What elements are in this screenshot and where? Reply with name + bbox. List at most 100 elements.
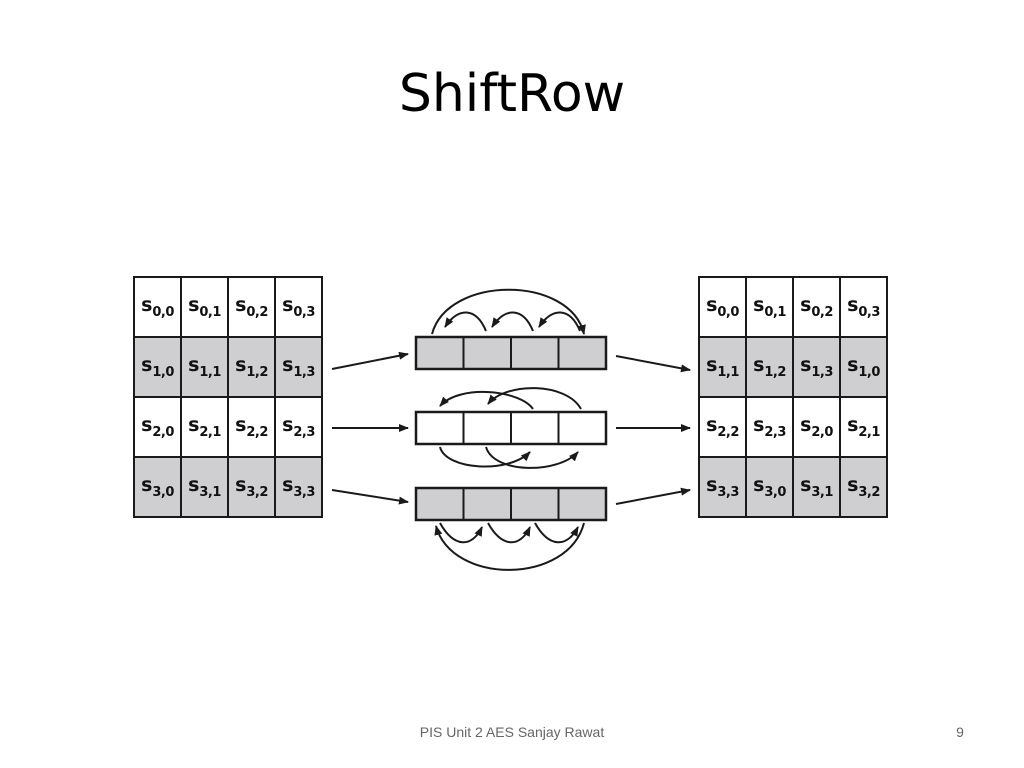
cell-symbol: s <box>235 474 247 497</box>
cell-index: 2,2 <box>717 424 739 440</box>
cell-index: 0,2 <box>246 304 268 320</box>
cell-symbol: s <box>235 294 247 317</box>
cell-index: 1,3 <box>811 364 833 380</box>
cell-symbol: s <box>847 294 859 317</box>
cell-index: 3,2 <box>246 484 268 500</box>
output-state-cell: s1,3 <box>792 336 841 398</box>
input-state-cell: s1,2 <box>227 336 276 398</box>
cell-symbol: s <box>847 474 859 497</box>
cell-index: 3,3 <box>293 484 315 500</box>
cell-index: 2,0 <box>811 424 833 440</box>
cell-index: 3,2 <box>858 484 880 500</box>
cell-symbol: s <box>235 414 247 437</box>
input-state-cell: s2,0 <box>133 396 182 458</box>
cell-index: 0,0 <box>152 304 174 320</box>
output-state-cell: s1,2 <box>745 336 794 398</box>
input-state-cell: s2,3 <box>274 396 323 458</box>
cell-symbol: s <box>188 294 200 317</box>
cell-symbol: s <box>282 474 294 497</box>
cell-symbol: s <box>141 294 153 317</box>
row1-buffer <box>414 335 608 371</box>
input-state-cell: s3,1 <box>180 456 229 518</box>
cell-symbol: s <box>800 414 812 437</box>
cell-index: 2,1 <box>199 424 221 440</box>
output-state-cell: s2,3 <box>745 396 794 458</box>
cell-symbol: s <box>800 354 812 377</box>
cell-symbol: s <box>188 414 200 437</box>
row1-shift-arrows <box>431 288 586 335</box>
cell-index: 3,1 <box>811 484 833 500</box>
output-state-cell: s3,0 <box>745 456 794 518</box>
output-state-cell: s3,1 <box>792 456 841 518</box>
cell-symbol: s <box>282 354 294 377</box>
output-state-cell: s2,0 <box>792 396 841 458</box>
row1-input-arrow <box>331 351 409 370</box>
output-state-cell: s1,1 <box>698 336 747 398</box>
output-state-cell: s0,0 <box>698 276 747 338</box>
cell-symbol: s <box>753 474 765 497</box>
output-state-cell: s0,3 <box>839 276 888 338</box>
input-state-cell: s1,3 <box>274 336 323 398</box>
row3-output-arrow <box>615 487 691 505</box>
cell-index: 3,0 <box>764 484 786 500</box>
cell-symbol: s <box>706 354 718 377</box>
cell-index: 2,3 <box>764 424 786 440</box>
slide-footer: PIS Unit 2 AES Sanjay Rawat <box>419 724 605 740</box>
cell-symbol: s <box>141 474 153 497</box>
cell-index: 0,1 <box>764 304 786 320</box>
row3-buffer <box>414 486 608 522</box>
cell-index: 1,2 <box>764 364 786 380</box>
cell-symbol: s <box>282 294 294 317</box>
cell-index: 0,3 <box>293 304 315 320</box>
cell-index: 0,2 <box>811 304 833 320</box>
row1-output-arrow <box>615 355 691 373</box>
output-state-cell: s0,2 <box>792 276 841 338</box>
cell-index: 1,2 <box>246 364 268 380</box>
cell-index: 2,2 <box>246 424 268 440</box>
cell-index: 0,3 <box>858 304 880 320</box>
cell-index: 2,3 <box>293 424 315 440</box>
cell-index: 0,0 <box>717 304 739 320</box>
input-state-cell: s0,2 <box>227 276 276 338</box>
output-state-cell: s2,1 <box>839 396 888 458</box>
cell-index: 2,0 <box>152 424 174 440</box>
cell-symbol: s <box>706 414 718 437</box>
cell-index: 0,1 <box>199 304 221 320</box>
input-state-cell: s0,0 <box>133 276 182 338</box>
cell-symbol: s <box>141 414 153 437</box>
cell-symbol: s <box>706 294 718 317</box>
cell-symbol: s <box>706 474 718 497</box>
cell-symbol: s <box>800 294 812 317</box>
cell-index: 1,1 <box>717 364 739 380</box>
cell-symbol: s <box>282 414 294 437</box>
row2-shift-arrows <box>439 387 582 469</box>
input-state-cell: s3,3 <box>274 456 323 518</box>
input-state-cell: s1,0 <box>133 336 182 398</box>
output-state-cell: s1,0 <box>839 336 888 398</box>
row3-shift-arrows <box>434 522 585 571</box>
cell-symbol: s <box>141 354 153 377</box>
cell-symbol: s <box>753 354 765 377</box>
cell-index: 1,0 <box>858 364 880 380</box>
cell-index: 1,1 <box>199 364 221 380</box>
cell-index: 3,0 <box>152 484 174 500</box>
cell-index: 1,3 <box>293 364 315 380</box>
input-state-cell: s3,2 <box>227 456 276 518</box>
cell-index: 2,1 <box>858 424 880 440</box>
output-state-cell: s3,2 <box>839 456 888 518</box>
output-state-cell: s2,2 <box>698 396 747 458</box>
input-state-cell: s0,1 <box>180 276 229 338</box>
cell-symbol: s <box>753 414 765 437</box>
cell-index: 1,0 <box>152 364 174 380</box>
slide-number: 9 <box>956 724 964 740</box>
